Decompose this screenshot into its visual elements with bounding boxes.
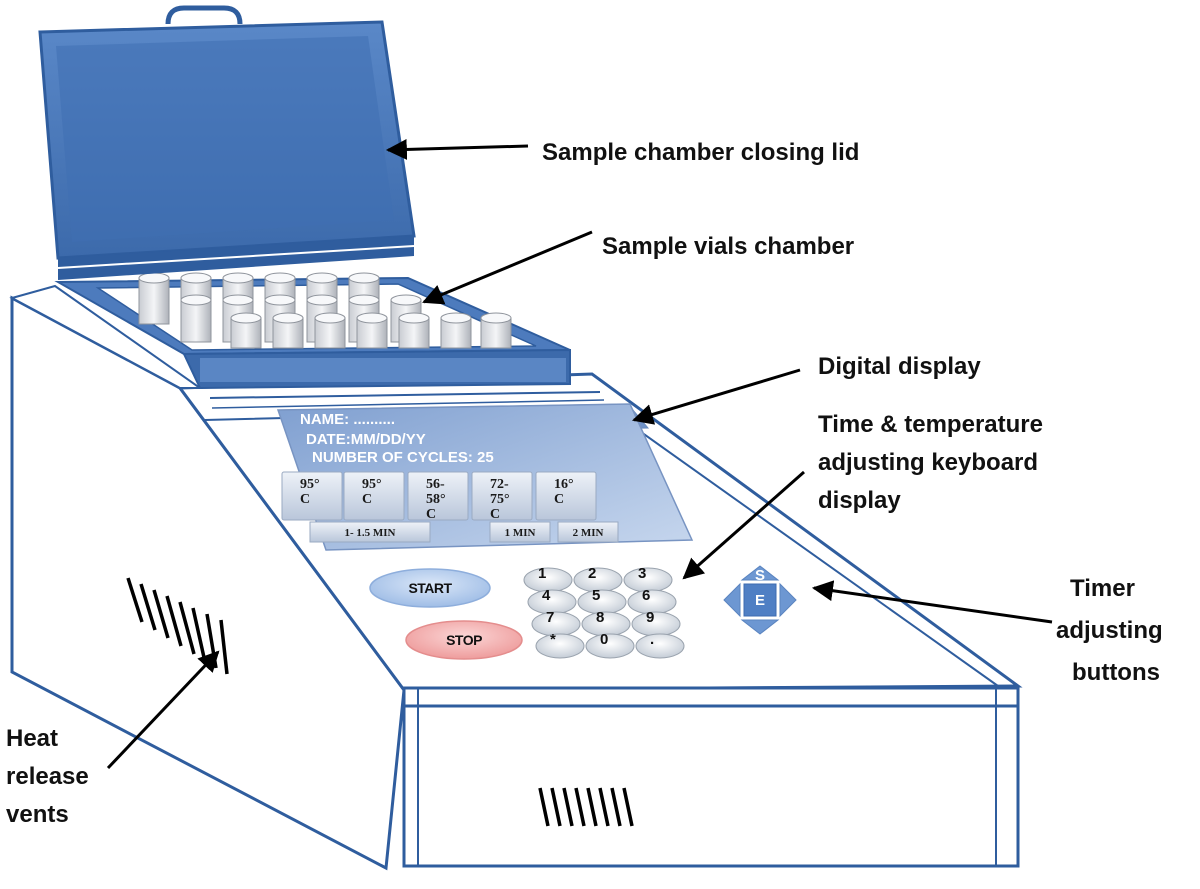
keypad-key[interactable]: 0 xyxy=(585,631,635,659)
time-label: 1- 1.5 MIN xyxy=(344,527,395,539)
front-vents xyxy=(538,787,634,827)
display-date: DATE:MM/DD/YY xyxy=(306,431,426,448)
callout-arrows xyxy=(106,138,1053,770)
label-keyboard-3: display xyxy=(818,487,901,514)
time-cells: 1- 1.5 MIN 1 MIN 2 MIN xyxy=(309,521,619,543)
label-vents-2: release xyxy=(6,763,89,790)
label-vents-3: vents xyxy=(6,801,69,828)
keypad-key[interactable]: 9 xyxy=(631,609,681,637)
cell-text: 16° xyxy=(554,477,574,492)
sample-vial xyxy=(138,272,170,325)
keypad-key[interactable]: 1 xyxy=(523,565,573,593)
stop-button[interactable]: STOP xyxy=(405,620,523,660)
temperature-cell: 72-75°C xyxy=(471,471,533,522)
arrow-timer xyxy=(811,580,1053,624)
digital-display: NAME: .......... DATE:MM/DD/YY NUMBER OF… xyxy=(276,403,694,551)
time-cell: 1 MIN xyxy=(489,521,551,543)
keypad-key[interactable]: 6 xyxy=(627,587,677,615)
sample-vial xyxy=(398,312,430,349)
nav-down-button[interactable] xyxy=(740,619,780,635)
nav-enter-button[interactable] xyxy=(743,583,777,617)
timer-adjusting-buttons: S E xyxy=(723,565,797,635)
start-label: START xyxy=(408,580,452,596)
sample-vial xyxy=(480,312,512,349)
cell-text: 95° xyxy=(362,477,382,492)
label-lid: Sample chamber closing lid xyxy=(542,139,859,166)
cell-text: C xyxy=(554,492,564,507)
keypad: 1 2 3 4 5 6 7 8 9 * 0. xyxy=(523,565,685,659)
keypad-key-label: * xyxy=(550,631,556,648)
top-rail-line xyxy=(209,391,601,399)
cell-text: C xyxy=(362,492,372,507)
sample-vial xyxy=(314,312,346,349)
vials-group xyxy=(138,272,512,349)
nav-up-button[interactable] xyxy=(740,565,780,581)
sample-vial xyxy=(440,312,472,349)
label-timer-1: Timer xyxy=(1070,575,1135,602)
keypad-key-label: 1 xyxy=(538,565,546,582)
arrow-vents xyxy=(106,650,220,770)
temperature-cell: 16°C xyxy=(535,471,597,521)
sample-vial xyxy=(230,312,262,349)
display-cycles: NUMBER OF CYCLES: 25 xyxy=(312,449,494,466)
cell-text: 56- xyxy=(426,477,445,492)
arrow-lid xyxy=(385,138,529,160)
sample-vial xyxy=(180,294,212,343)
display-name: NAME: .......... xyxy=(300,411,395,428)
cell-text: C xyxy=(490,507,500,522)
label-keyboard-2: adjusting keyboard xyxy=(818,449,1038,476)
time-label: 2 MIN xyxy=(573,527,604,539)
arrow-display xyxy=(631,368,801,425)
nav-right-button[interactable] xyxy=(779,582,797,618)
keypad-key-label: . xyxy=(650,631,654,648)
side-vents xyxy=(126,577,229,675)
time-label: 1 MIN xyxy=(505,527,536,539)
keypad-key-label: 4 xyxy=(542,587,551,604)
keypad-key-label: 6 xyxy=(642,587,650,604)
cell-text: 58° xyxy=(426,492,446,507)
cell-text: 95° xyxy=(300,477,320,492)
keypad-key-label: 9 xyxy=(646,609,654,626)
label-timer-2: adjusting xyxy=(1056,617,1163,644)
temperature-cells: 95°C95°C56-58°C72-75°C16°C xyxy=(281,471,597,522)
temperature-cell: 95°C xyxy=(281,471,343,521)
keypad-key-label: 2 xyxy=(588,565,596,582)
front-panel xyxy=(402,686,1020,868)
label-display: Digital display xyxy=(818,353,981,380)
label-vents-1: Heat xyxy=(6,725,58,752)
cell-text: C xyxy=(300,492,310,507)
cell-text: 75° xyxy=(490,492,510,507)
cell-text: C xyxy=(426,507,436,522)
sample-vial xyxy=(356,312,388,349)
keypad-key-label: 0 xyxy=(600,631,608,648)
cell-text: 72- xyxy=(490,477,509,492)
sample-vial xyxy=(272,312,304,349)
keypad-key-label: 7 xyxy=(546,609,554,626)
temperature-cell: 95°C xyxy=(343,471,405,521)
keypad-key[interactable]: 8 xyxy=(581,609,631,637)
arrow-keyboard xyxy=(682,470,805,580)
nav-center-label: E xyxy=(755,592,765,609)
stop-label: STOP xyxy=(446,632,482,648)
label-vials: Sample vials chamber xyxy=(602,233,854,260)
nav-top-label: S xyxy=(755,567,765,584)
keypad-key[interactable]: . xyxy=(635,631,685,659)
keypad-key[interactable]: * xyxy=(535,631,585,659)
keypad-key-label: 5 xyxy=(592,587,600,604)
labels: Sample chamber closing lid Sample vials … xyxy=(6,139,1163,828)
time-cell: 1- 1.5 MIN xyxy=(309,521,431,543)
sample-chamber-lid xyxy=(38,5,416,280)
temperature-cell: 56-58°C xyxy=(407,471,469,522)
label-keyboard-1: Time & temperature xyxy=(818,411,1043,438)
nav-left-button[interactable] xyxy=(723,582,741,618)
keypad-key-label: 3 xyxy=(638,565,646,582)
time-cell: 2 MIN xyxy=(557,521,619,543)
top-rail-line-2 xyxy=(211,399,605,409)
arrow-vials xyxy=(422,230,593,305)
label-timer-3: buttons xyxy=(1072,659,1160,686)
keypad-key-label: 8 xyxy=(596,609,604,626)
start-button[interactable]: START xyxy=(369,568,491,608)
lid-handle xyxy=(165,5,243,25)
